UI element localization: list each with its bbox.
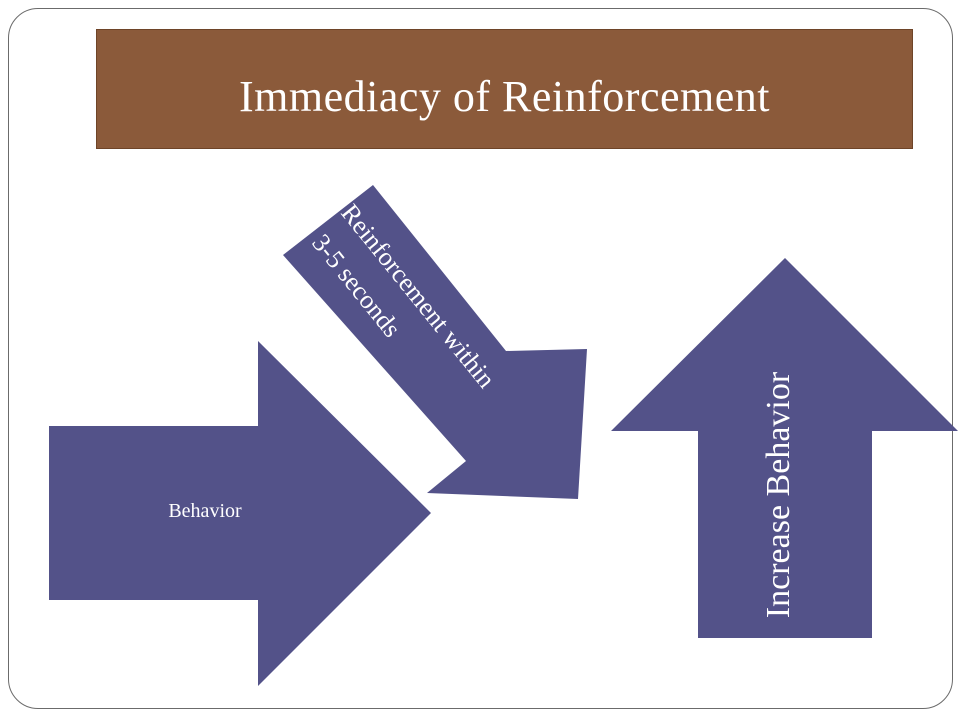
- slide-title: Immediacy of Reinforcement: [238, 71, 770, 121]
- increase-arrow: Increase Behavior: [611, 258, 958, 638]
- reinforcement-arrow-shape: [283, 185, 587, 499]
- increase-behavior-label: Increase Behavior: [760, 371, 797, 618]
- behavior-arrow-shape: [49, 341, 431, 686]
- behavior-arrow: Behavior: [49, 341, 431, 686]
- increase-arrow-shape: [611, 258, 958, 638]
- behavior-label: Behavior: [168, 500, 242, 522]
- title-band: Immediacy of Reinforcement: [96, 29, 913, 149]
